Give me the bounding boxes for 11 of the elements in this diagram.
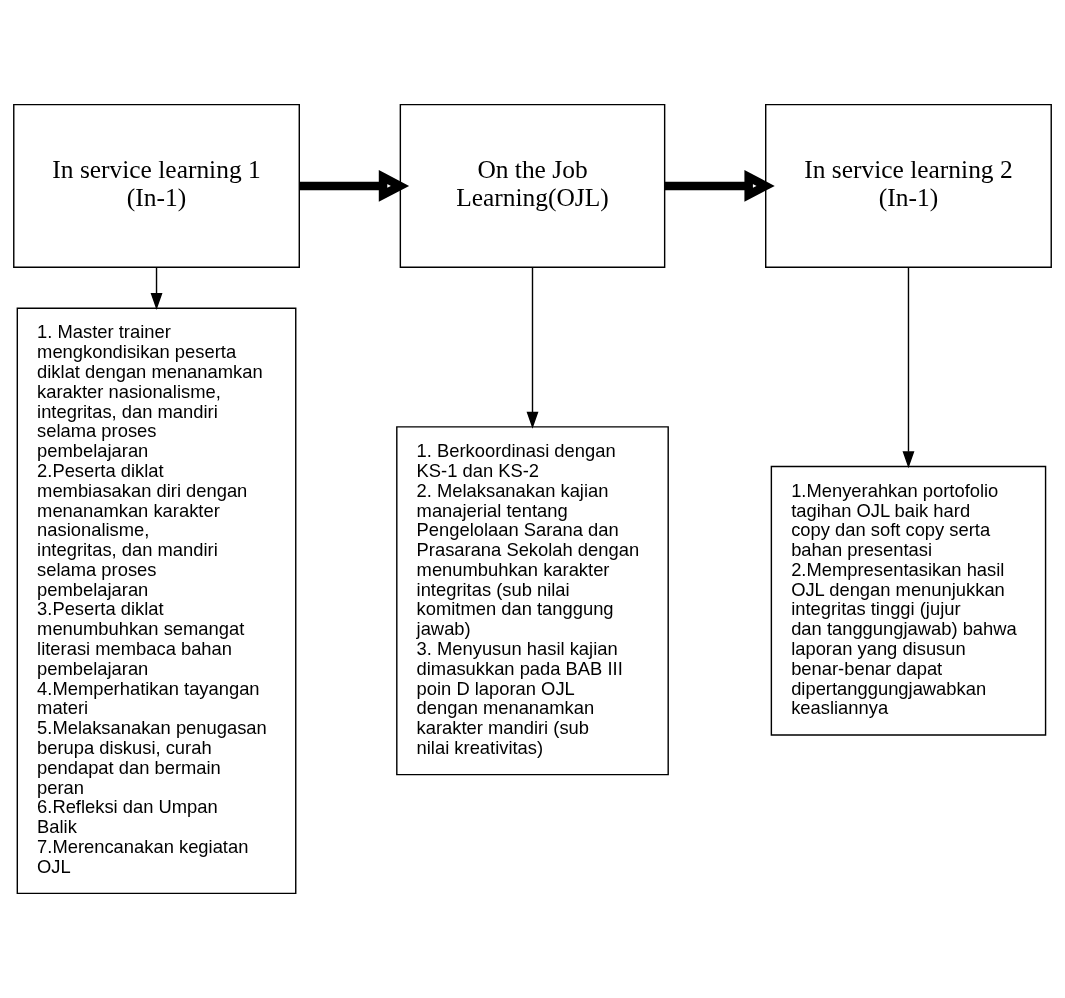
arrow (664, 170, 775, 202)
node-box: 1.Menyerahkan portofolio tagihan OJL baik hard copy dan soft copy serta bahan presentasi 2.Mempresentasikan hasil OJL dengan menunjukkan integritas tinggi (jujur dan tanggungjawab) bahwa laporan yang disusun benar-benar dapat dipertanggungjawabkan keasliannya (770, 465, 1047, 736)
arrow (150, 266, 163, 311)
node-box: 1. Master trainer mengkondisikan peserta diklat dengan menanamkan karakter nasionalisme, integritas, dan mandiri selama proses pembelajaran 2.Peserta diklat membiasakan diri dengan menanamkan karakter nasionalisme, integritas, dan mandiri selama proses pembelajaran 3.Peserta diklat menumbuhkan semangat literasi membaca bahan pembelajaran 4.Memperhatikan tayangan materi 5.Melaksanakan penugasan berupa diskusi, curah pendapat dan bermain peran 6.Refleksi dan Umpan Balik 7.Merencanakan kegiatan OJL (16, 307, 297, 895)
node-box: In service learning 1 (In-1) (13, 103, 300, 268)
node-box: 1. Berkoordinasi dengan KS-1 dan KS-2 2. Melaksanakan kajian manajerial tentang Pengelolaan Sarana dan Prasarana Sekolah dengan menumbuhkan karakter integritas (sub nilai komitmen dan tanggung jawab) 3. Menyusun hasil kajian dimasukkan pada BAB III poin D laporan OJL dengan menanamkan karakter mandiri (sub nilai kreativitas) (396, 426, 669, 776)
node-box: On the Job Learning(OJL) (399, 103, 666, 268)
arrow (902, 266, 915, 469)
arrow (526, 266, 539, 429)
arrow (299, 170, 410, 202)
node-box: In service learning 2 (In-1) (765, 103, 1052, 268)
